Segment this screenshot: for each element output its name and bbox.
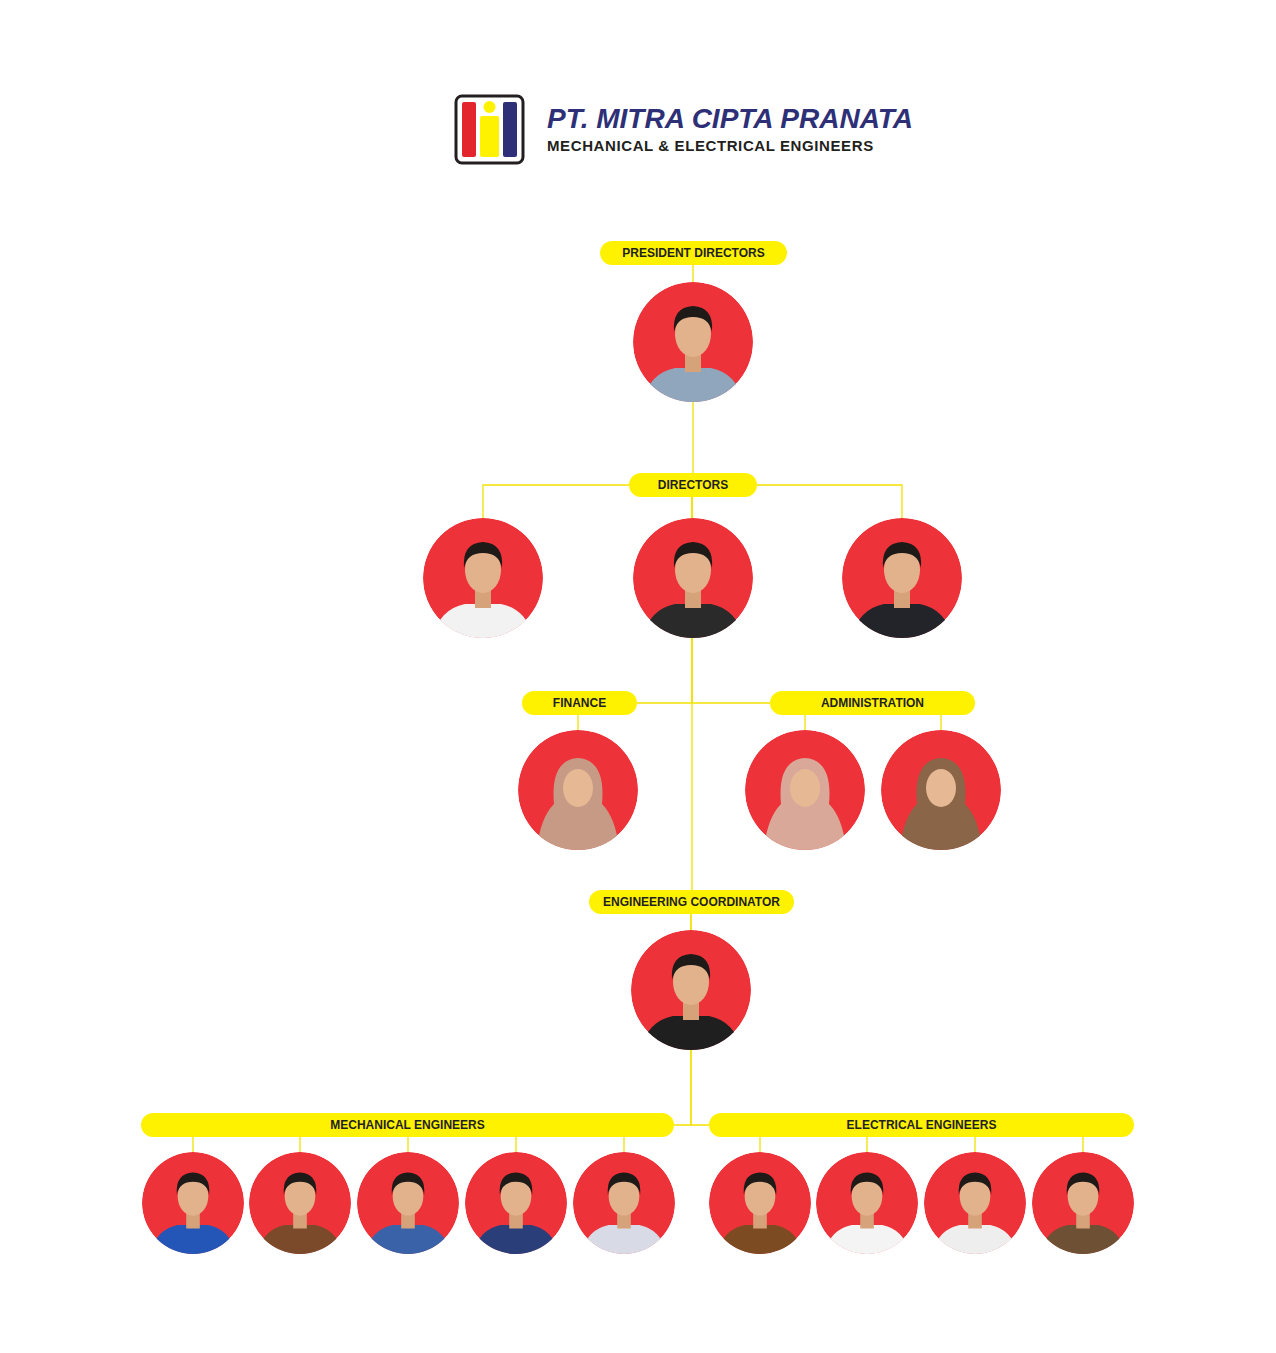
role-band: ADMINISTRATION	[770, 691, 975, 715]
staff-photo	[518, 730, 638, 860]
staff-photo	[924, 1152, 1026, 1263]
role-title: PRESIDENT DIRECTORS	[622, 246, 764, 260]
role-title: MECHANICAL ENGINEERS	[330, 1118, 484, 1132]
staff-photo	[745, 730, 865, 860]
role-band: FINANCE	[522, 691, 637, 715]
staff-photo	[631, 930, 751, 1060]
role-title: FINANCE	[553, 696, 606, 710]
staff-photo	[465, 1152, 567, 1263]
company-tagline: MECHANICAL & ELECTRICAL ENGINEERS	[547, 137, 874, 154]
tick-lines	[193, 485, 1083, 1152]
staff-photo	[633, 518, 753, 648]
role-band: MECHANICAL ENGINEERS	[141, 1113, 674, 1137]
staff-photo	[709, 1152, 811, 1263]
staff-photo	[842, 518, 962, 648]
company-name: PT. MITRA CIPTA PRANATA	[547, 103, 913, 135]
staff-photo	[423, 518, 543, 648]
staff-photo	[881, 730, 1001, 860]
role-band: PRESIDENT DIRECTORS	[600, 241, 787, 265]
staff-photo	[633, 282, 753, 412]
role-title: DIRECTORS	[658, 478, 728, 492]
staff-photo	[816, 1152, 918, 1263]
staff-photo	[249, 1152, 351, 1263]
staff-photo	[1032, 1152, 1134, 1263]
staff-photo	[142, 1152, 244, 1263]
staff-photo	[357, 1152, 459, 1263]
role-band: ENGINEERING COORDINATOR	[589, 890, 794, 914]
staff-photo	[573, 1152, 675, 1263]
role-title: ELECTRICAL ENGINEERS	[847, 1118, 997, 1132]
role-title: ADMINISTRATION	[821, 696, 924, 710]
company-logo	[456, 96, 523, 163]
role-band: DIRECTORS	[629, 473, 757, 497]
role-band: ELECTRICAL ENGINEERS	[709, 1113, 1134, 1137]
role-title: ENGINEERING COORDINATOR	[603, 895, 780, 909]
